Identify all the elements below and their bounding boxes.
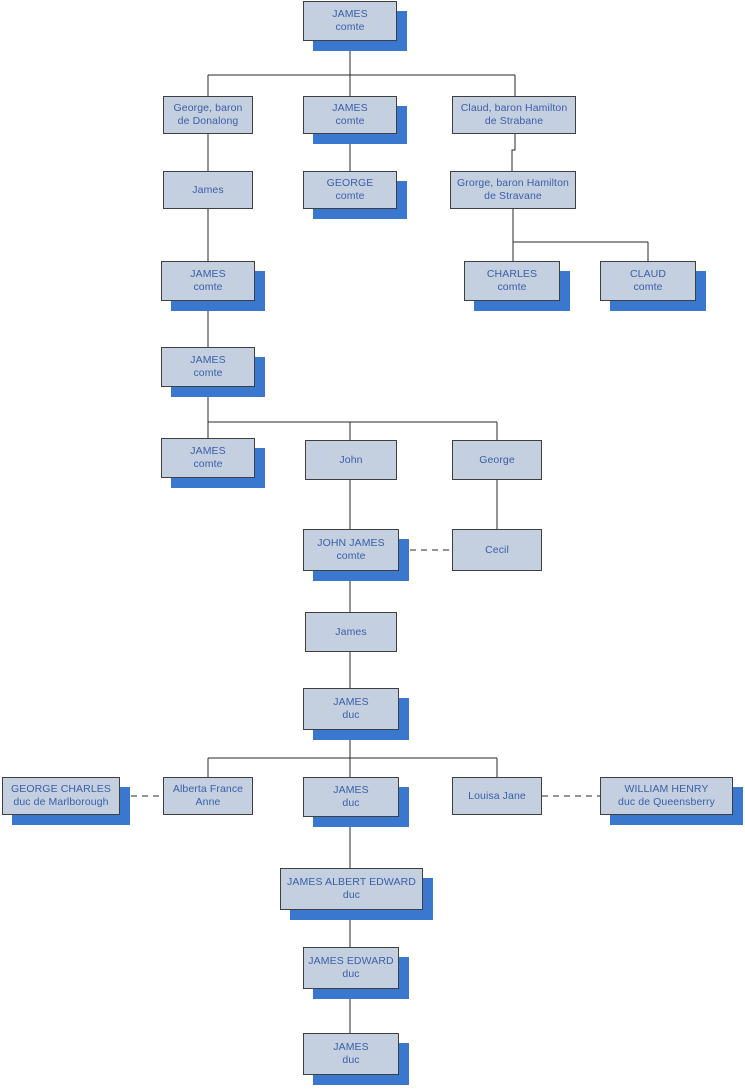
person-name: JAMES [190,268,226,280]
person-name: JAMES [190,354,226,366]
person-name: Claud, baron Hamilton [460,102,568,114]
person-node-james-albert-edward-duc[interactable]: JAMES ALBERT EDWARD duc [280,868,423,910]
person-name: GEORGE [326,177,374,189]
person-name: George [479,453,515,466]
person-title: duc [342,1054,360,1066]
person-name: CHARLES [486,268,538,280]
person-node-james-duc-2[interactable]: JAMES duc [303,777,399,817]
person-title: duc de Queensberry [618,796,715,808]
person-node-louisa-jane[interactable]: Louisa Jane [452,777,542,815]
person-title: comte [193,281,223,293]
person-name: GEORGE CHARLES [10,783,111,795]
person-title: Anne [195,796,221,808]
person-name: CLAUD [629,268,667,280]
person-title: comte [193,458,223,470]
person-name: WILLIAM HENRY [624,783,709,795]
person-node-james-edward-duc[interactable]: JAMES EDWARD duc [303,947,399,989]
person-title: comte [497,281,527,293]
person-node-james-2[interactable]: James [305,612,397,652]
person-title: comte [335,115,365,127]
person-title: comte [336,550,366,562]
person-node-james-comte-2[interactable]: JAMES comte [303,96,397,134]
person-name: JAMES [332,102,368,114]
person-node-george-baron-de-donalong[interactable]: George, baron de Donalong [163,96,253,134]
person-title: de Donalong [177,115,239,127]
person-node-claud-comte[interactable]: CLAUD comte [600,261,696,301]
person-node-james-duc-1[interactable]: JAMES duc [303,688,399,730]
person-title: duc [342,889,361,901]
person-title: duc [342,709,360,721]
person-node-grorge-baron-hamilton-de-stravane[interactable]: Grorge, baron Hamilton de Stravane [450,171,576,209]
person-node-george-charles-duc-de-marlborough[interactable]: GEORGE CHARLES duc de Marlborough [2,777,120,815]
person-title: duc de Marlborough [13,796,109,808]
person-node-charles-comte[interactable]: CHARLES comte [464,261,560,301]
person-name: James [192,183,224,196]
person-title: de Strabane [484,115,544,127]
person-node-alberta-france-anne[interactable]: Alberta France Anne [163,777,253,815]
person-name: JAMES [332,8,368,20]
person-node-john[interactable]: John [305,440,397,480]
person-name: JAMES EDWARD [308,955,394,967]
person-title: comte [335,190,365,202]
person-title: comte [193,367,223,379]
person-node-james-1[interactable]: James [163,171,253,209]
person-name: JAMES [333,1041,369,1053]
person-name: George, baron [173,102,243,114]
person-name: JAMES ALBERT EDWARD [287,876,416,888]
person-node-george[interactable]: George [452,440,542,480]
person-name: John [339,453,363,466]
person-title: duc [342,797,360,809]
person-node-george-comte[interactable]: GEORGE comte [303,171,397,209]
person-node-william-henry-duc-de-queensberry[interactable]: WILLIAM HENRY duc de Queensberry [600,777,733,815]
person-title: comte [335,21,365,33]
person-node-claud-baron-hamilton-de-strabane[interactable]: Claud, baron Hamilton de Strabane [452,96,576,134]
person-node-james-comte-4[interactable]: JAMES comte [161,347,255,387]
person-node-cecil[interactable]: Cecil [452,529,542,571]
person-title: duc [342,968,360,980]
person-name: Cecil [485,543,509,556]
person-name: Louisa Jane [468,789,526,802]
person-node-james-duc-3[interactable]: JAMES duc [303,1033,399,1075]
person-title: de Stravane [484,190,542,202]
person-name: JAMES [333,696,369,708]
person-node-james-comte-1[interactable]: JAMES comte [303,1,397,41]
person-name: JOHN JAMES [317,537,385,549]
person-name: JAMES [333,784,369,796]
person-node-james-comte-5[interactable]: JAMES comte [161,438,255,478]
person-name: Alberta France [172,783,244,795]
person-name: JAMES [190,445,226,457]
person-node-john-james-comte[interactable]: JOHN JAMES comte [303,529,399,571]
person-title: comte [633,281,663,293]
person-node-james-comte-3[interactable]: JAMES comte [161,261,255,301]
person-name: Grorge, baron Hamilton [457,177,569,189]
person-name: James [335,625,367,638]
